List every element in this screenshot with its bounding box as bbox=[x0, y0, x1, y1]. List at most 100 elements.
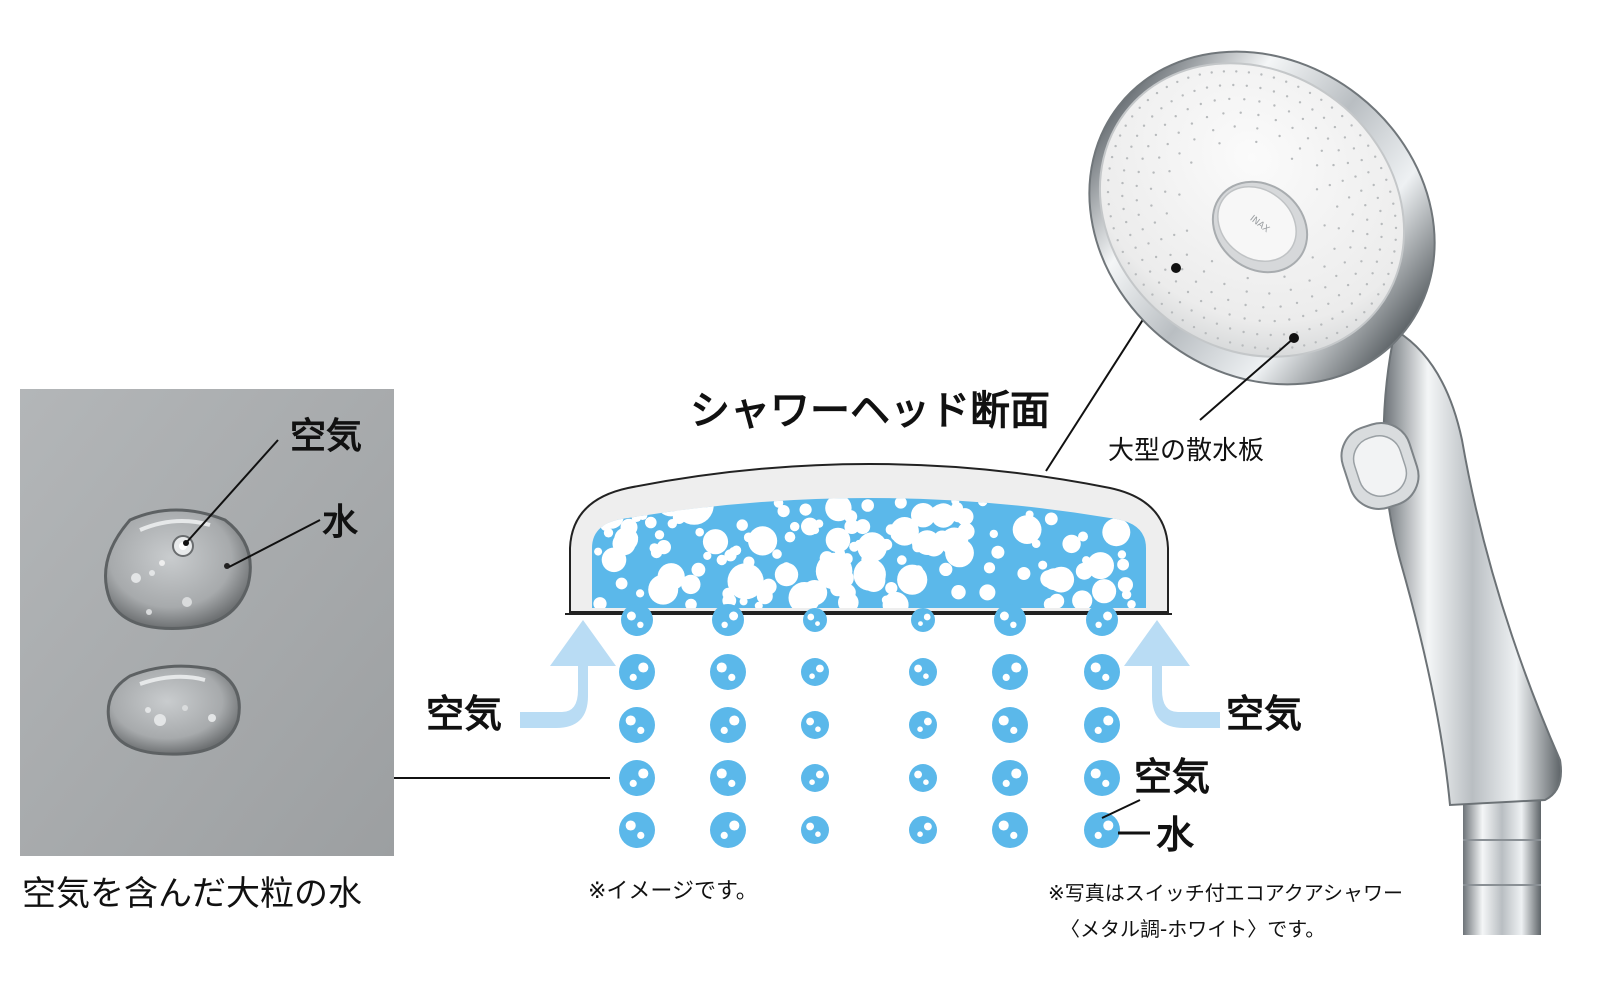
drop-air-bubble bbox=[918, 621, 923, 626]
drop-air-bubble bbox=[806, 717, 815, 726]
spray-hole bbox=[1314, 341, 1317, 344]
spray-hole bbox=[1337, 227, 1341, 230]
spray-hole bbox=[1306, 137, 1310, 140]
air-bubble bbox=[691, 562, 706, 577]
spray-hole bbox=[1130, 145, 1133, 148]
air-bubble bbox=[862, 568, 886, 593]
spray-hole bbox=[1336, 331, 1339, 335]
spray-hole bbox=[1108, 167, 1111, 170]
spray-hole bbox=[1289, 288, 1293, 291]
air-bubble bbox=[881, 595, 891, 605]
spray-hole bbox=[1359, 134, 1362, 137]
air-bubble bbox=[838, 592, 859, 608]
photo-air-label: 空気 bbox=[290, 416, 362, 457]
drop-air-bubble bbox=[1010, 621, 1017, 628]
air-bubble bbox=[739, 597, 748, 606]
spray-hole bbox=[1165, 85, 1169, 89]
drop-air-bubble bbox=[1103, 715, 1114, 726]
spray-hole bbox=[1259, 86, 1262, 90]
drop-air-bubble bbox=[729, 611, 739, 621]
drop-air-bubble bbox=[1011, 662, 1022, 673]
water-drop bbox=[1084, 812, 1120, 848]
spray-hole bbox=[1107, 179, 1110, 182]
air-bubble bbox=[777, 505, 790, 518]
spray-hole bbox=[1199, 102, 1203, 106]
spray-hole bbox=[1272, 76, 1276, 79]
spray-hole bbox=[1288, 318, 1291, 321]
spray-hole bbox=[1163, 123, 1167, 127]
drop-air-bubble bbox=[998, 820, 1009, 831]
spray-hole bbox=[1194, 280, 1198, 283]
spray-hole bbox=[1370, 302, 1374, 305]
water-drop bbox=[801, 658, 829, 686]
spray-hole bbox=[1147, 145, 1150, 148]
spray-hole bbox=[1364, 204, 1367, 207]
air-bubble bbox=[1078, 531, 1088, 542]
spray-hole bbox=[1212, 129, 1215, 132]
spray-hole bbox=[1315, 309, 1318, 312]
spray-hole bbox=[1273, 104, 1276, 107]
spray-hole bbox=[1205, 86, 1209, 89]
spray-hole bbox=[1181, 319, 1184, 322]
spray-hole bbox=[1291, 126, 1294, 130]
spray-hole bbox=[1365, 283, 1369, 286]
drop-air-bubble bbox=[1094, 726, 1102, 735]
spray-hole bbox=[1190, 161, 1193, 164]
drop-air-bubble bbox=[1010, 831, 1018, 840]
spray-hole bbox=[1351, 213, 1354, 216]
drop-air-bubble bbox=[626, 611, 636, 621]
drop-air-bubble bbox=[716, 768, 727, 779]
water-drop bbox=[801, 816, 829, 844]
spray-hole bbox=[1168, 170, 1171, 173]
air-bubble bbox=[951, 585, 966, 600]
water-drop bbox=[909, 711, 937, 739]
spray-hole bbox=[1151, 115, 1154, 118]
spray-hole bbox=[1141, 157, 1144, 160]
spray-hole bbox=[1129, 233, 1132, 237]
water-drop bbox=[710, 812, 746, 848]
spray-hole bbox=[1138, 106, 1141, 110]
drop-air-label: 空気 bbox=[1134, 755, 1210, 799]
spray-hole bbox=[1253, 346, 1257, 349]
spray-hole bbox=[1333, 247, 1336, 250]
spray-hole bbox=[1202, 316, 1206, 319]
water-drop bbox=[710, 760, 746, 796]
air-bubble bbox=[890, 517, 919, 546]
water-drop bbox=[1086, 604, 1118, 636]
spray-hole bbox=[1315, 164, 1319, 167]
spray-hole bbox=[1235, 70, 1238, 73]
water-drop bbox=[1084, 654, 1120, 690]
photo-water-label: 水 bbox=[322, 502, 359, 543]
spray-hole bbox=[1205, 115, 1209, 119]
drop-air-bubble bbox=[638, 662, 649, 673]
spray-hole bbox=[1204, 332, 1207, 335]
air-bubble bbox=[1012, 515, 1042, 544]
spray-hole bbox=[1285, 80, 1288, 83]
product-note-line1: ※写真はスイッチ付エコアクアシャワー bbox=[1048, 881, 1403, 905]
drop-air-bubble bbox=[1010, 726, 1018, 735]
air-bubble bbox=[844, 519, 860, 534]
drop-air-bubble bbox=[815, 726, 821, 732]
spray-hole bbox=[1364, 246, 1367, 250]
air-bubble bbox=[620, 518, 638, 536]
spray-hole bbox=[1242, 330, 1245, 334]
water-drop bbox=[619, 812, 655, 848]
air-bubble bbox=[774, 562, 799, 587]
product-note-line2: 〈メタル調-ホワイト〉です。 bbox=[1060, 917, 1325, 941]
spray-hole bbox=[1190, 309, 1193, 312]
spray-hole bbox=[1336, 205, 1339, 208]
spray-hole bbox=[1322, 116, 1326, 120]
air-bubble bbox=[648, 574, 679, 605]
spray-hole bbox=[1325, 336, 1328, 340]
shower-head-photo: INAX bbox=[1088, 50, 1562, 935]
spray-hole bbox=[1181, 94, 1184, 97]
spray-hole bbox=[1199, 299, 1203, 303]
spray-hole bbox=[1228, 327, 1232, 330]
drop-air-bubble bbox=[923, 673, 929, 679]
water-drop bbox=[801, 711, 829, 739]
spray-hole bbox=[1302, 314, 1305, 318]
spray-hole bbox=[1186, 290, 1190, 294]
spray-hole bbox=[1151, 293, 1154, 296]
spray-hole bbox=[1283, 275, 1286, 278]
spray-hole bbox=[1279, 305, 1282, 308]
